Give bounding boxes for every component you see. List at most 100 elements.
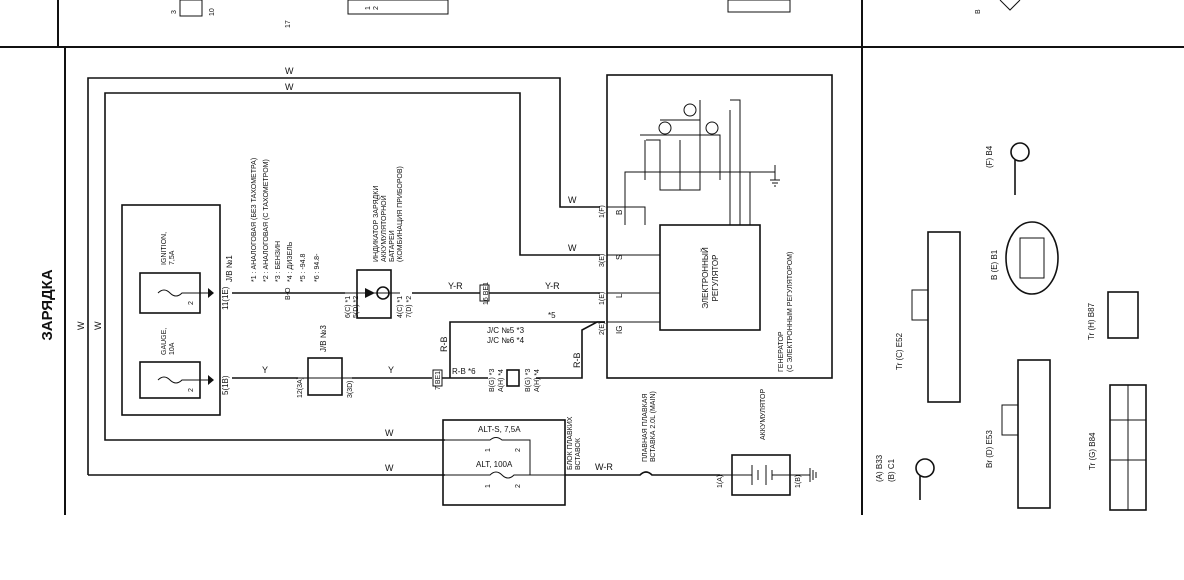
- regulator-label: ЭЛЕКТРОННЫЙ: [701, 247, 710, 309]
- wire-color-label: W: [385, 463, 394, 473]
- wire-color-label: W: [385, 428, 394, 438]
- terminal-label: L: [615, 293, 624, 298]
- wire-color-label: W: [568, 243, 577, 253]
- connector-id: (A) B33: [875, 454, 884, 482]
- footnote-marker: *5: [548, 311, 556, 320]
- pin-label: B(G) *3: [525, 369, 532, 392]
- w-r-wire: [565, 471, 720, 476]
- electronic-regulator: [659, 224, 761, 331]
- junction-connector: R-B R-B R-B *6 J/C №5 *3 J/C №6 *4 *5 B(…: [439, 311, 605, 392]
- w-wires: W W W W W W W W: [76, 66, 600, 476]
- connector-label: 11(1E): [221, 286, 230, 310]
- fuse-label: 10A: [169, 342, 176, 355]
- fuse-box-label: БЛОК ПЛАВКИХ: [567, 416, 574, 470]
- ring-terminal-icon: [915, 458, 935, 478]
- alternator: ЭЛЕКТРОННЫЙ РЕГУЛЯТОР IG L S B 2(E) 1(E)…: [599, 74, 833, 379]
- jb3-label: J/B №3: [319, 325, 328, 352]
- wire-color-label: W: [285, 66, 294, 76]
- charge-indicator: 6(C) *1 5(D) *2 4(C) *1 7(D) *2 ИНДИКАТО…: [345, 166, 413, 319]
- pin-label: 3: [171, 10, 178, 14]
- diagram-title: ЗАРЯДКА: [39, 269, 56, 340]
- footnote: *4 : ДИЗЕЛЬ: [287, 241, 294, 282]
- pin-label: B: [975, 9, 982, 14]
- connector-e53-icon: [1017, 359, 1051, 509]
- terminal-label: IG: [615, 326, 624, 334]
- ring-terminal-icon: [1010, 142, 1030, 162]
- battery: 1(A) 1(B) АККУМУЛЯТОР: [717, 389, 817, 496]
- wire-color-label: Y: [388, 365, 394, 375]
- indicator-label: АККУМУЛЯТОРНОЙ: [379, 195, 388, 262]
- connector-id: Tr (C) E52: [895, 332, 904, 370]
- connector-label: 3(E): [599, 254, 606, 267]
- connector-e52-icon: [927, 231, 961, 403]
- connector-label: 16 BE1: [483, 282, 490, 305]
- indicator-label: БАТАРЕИ: [389, 230, 396, 262]
- connector-label: 12(3A): [297, 377, 304, 398]
- pin-label: 2: [515, 448, 522, 452]
- connector-id: (B) C1: [887, 458, 896, 482]
- fusible-link-label: ПЛАВНАЯ ПЛАВКАЯ: [642, 394, 649, 462]
- footnote: *3 : БЕНЗИН: [275, 241, 282, 282]
- indicator-label: (КОМБИНАЦИЯ ПРИБОРОВ): [397, 166, 404, 262]
- wire-color-label: R-B *6: [452, 367, 476, 376]
- connector-id: Tr (G) B84: [1088, 432, 1097, 470]
- pin-label: A(H) *4: [534, 369, 541, 392]
- fuse-label: IGNITION,: [161, 232, 168, 265]
- pin-label: 1: [485, 484, 492, 488]
- connector-label: 2(E): [599, 322, 606, 335]
- wire-color-label: R-B: [439, 337, 449, 353]
- pin-label: 2: [373, 6, 380, 10]
- footnote: *1 : АНАЛОГОВАЯ (БЕЗ ТАХОМЕТРА): [251, 158, 258, 282]
- pin-label: 2: [188, 301, 195, 305]
- connector-id: B (E) B1: [990, 249, 999, 280]
- connector-label: 6(C) *1: [345, 296, 352, 318]
- pin-label: 2: [515, 484, 522, 488]
- fuse-label: 7,5A: [169, 250, 176, 265]
- wire-color-label: W: [285, 82, 294, 92]
- connector-label: 4(C) *1: [397, 296, 404, 318]
- connector-label: 1(B): [795, 475, 802, 488]
- alternator-label: ГЕНЕРАТОР: [778, 331, 785, 372]
- footnote: *2 : АНАЛОГОВАЯ (С ТАХОМЕТРОМ): [263, 159, 270, 282]
- jc-label: J/C №6 *4: [487, 336, 525, 345]
- pin-label: B(G) *3: [489, 369, 496, 392]
- junction-block-1: J/B №1 2 IGNITION, 7,5A 2 GAUGE, 10A 11(…: [121, 204, 234, 416]
- terminal-label: B: [615, 210, 624, 215]
- battery-label: АККУМУЛЯТОР: [760, 389, 767, 440]
- connector-label: 7(D) *2: [406, 296, 413, 318]
- wire-color-label: W: [568, 195, 577, 205]
- connector-label: 3(3D): [347, 380, 354, 398]
- regulator-label: РЕГУЛЯТОР: [711, 255, 720, 302]
- connector-id: Tr (H) B87: [1087, 302, 1096, 340]
- footnote: *6 : 94.8-: [314, 253, 321, 282]
- wire-color-label: Y-R: [448, 281, 463, 291]
- connector-id: Br (D) E53: [985, 430, 994, 468]
- pin-label: 10: [209, 8, 216, 16]
- pin-label: 2: [188, 388, 195, 392]
- connector-label: 1(F): [599, 205, 606, 218]
- indicator-label: ИНДИКАТОР ЗАРЯДКИ: [373, 186, 380, 262]
- connector-views: (A) B33 (B) C1 Tr (C) E52 Br (D) E53 B (…: [875, 142, 1147, 511]
- top-strip-fragment: 3 10 17 1 2 B: [171, 0, 1021, 28]
- alternator-label: (С ЭЛЕКТРОННЫМ РЕГУЛЯТОРОМ): [787, 252, 794, 372]
- fuse-label: ALT, 100A: [476, 460, 513, 469]
- pin-label: A(H) *4: [498, 369, 505, 392]
- wire-color-label: W-R: [595, 462, 613, 472]
- fuse-box-label: ВСТАВОК: [575, 437, 582, 470]
- pin-label: 1: [365, 6, 372, 10]
- fusible-link-label: ВСТАВКА 2.0L (MAIN): [650, 391, 657, 462]
- jc-label: J/C №5 *3: [487, 326, 525, 335]
- jb1-label: J/B №1: [225, 255, 234, 282]
- fuse-label: ALT-S, 7,5A: [478, 425, 521, 434]
- wire-color-label: B-O: [285, 287, 292, 300]
- connector-label: 5(1B): [221, 375, 230, 395]
- wire-color-label: W: [93, 321, 103, 330]
- pin-label: 1: [485, 448, 492, 452]
- footnotes: *1 : АНАЛОГОВАЯ (БЕЗ ТАХОМЕТРА) *2 : АНА…: [251, 158, 321, 300]
- pin-label: 17: [285, 20, 292, 28]
- terminal-label: S: [615, 255, 624, 260]
- wire-color-label: Y: [262, 365, 268, 375]
- connector-label: 1(E): [599, 292, 606, 305]
- footnote: *5 : -94.8: [300, 253, 307, 282]
